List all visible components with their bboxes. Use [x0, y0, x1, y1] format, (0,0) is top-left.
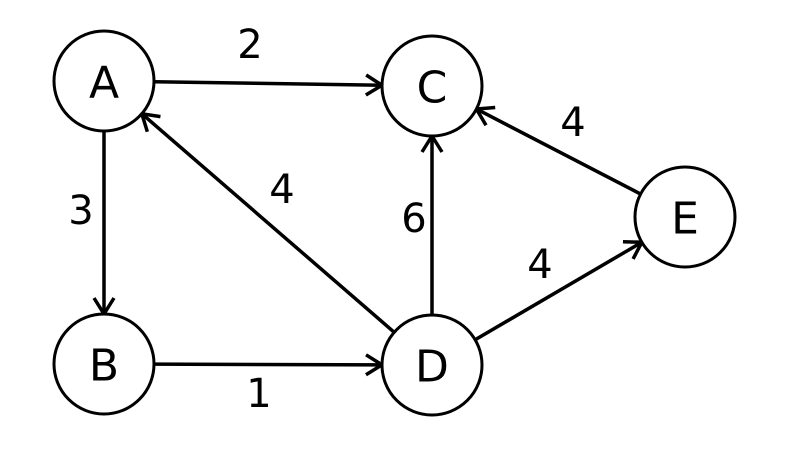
node-a: A — [52, 29, 156, 133]
node-circle-d — [380, 313, 484, 417]
edge-weight-d-e: 4 — [527, 242, 552, 288]
node-label-d: D — [415, 342, 449, 393]
node-c: C — [380, 34, 484, 138]
node-circle-a — [52, 29, 156, 133]
node-circle-c — [380, 34, 484, 138]
edge-weight-e-c: 4 — [560, 100, 585, 146]
edge-weight-a-b: 3 — [68, 188, 93, 234]
edge-a-to-c — [153, 80, 383, 87]
edge-weight-d-a: 4 — [269, 167, 294, 213]
node-circle-e — [633, 165, 737, 269]
edge-d-to-e — [474, 240, 643, 342]
edge-weight-d-c: 6 — [401, 196, 426, 242]
node-label-e: E — [671, 194, 699, 245]
edge-weights-layer: 2 3 1 4 6 4 4 — [68, 22, 585, 417]
node-label-c: C — [417, 63, 448, 114]
edge-weight-a-c: 2 — [237, 22, 262, 68]
node-circle-b — [52, 312, 156, 416]
node-e: E — [633, 165, 737, 269]
node-b: B — [52, 312, 156, 416]
nodes-layer: A B C D E — [52, 29, 737, 417]
edge-e-to-c — [475, 107, 642, 196]
node-label-b: B — [89, 341, 119, 392]
edge-weight-b-d: 1 — [246, 371, 271, 417]
edge-d-to-a — [140, 112, 396, 334]
node-label-a: A — [89, 58, 119, 109]
edge-b-to-d — [153, 362, 383, 367]
node-d: D — [380, 313, 484, 417]
